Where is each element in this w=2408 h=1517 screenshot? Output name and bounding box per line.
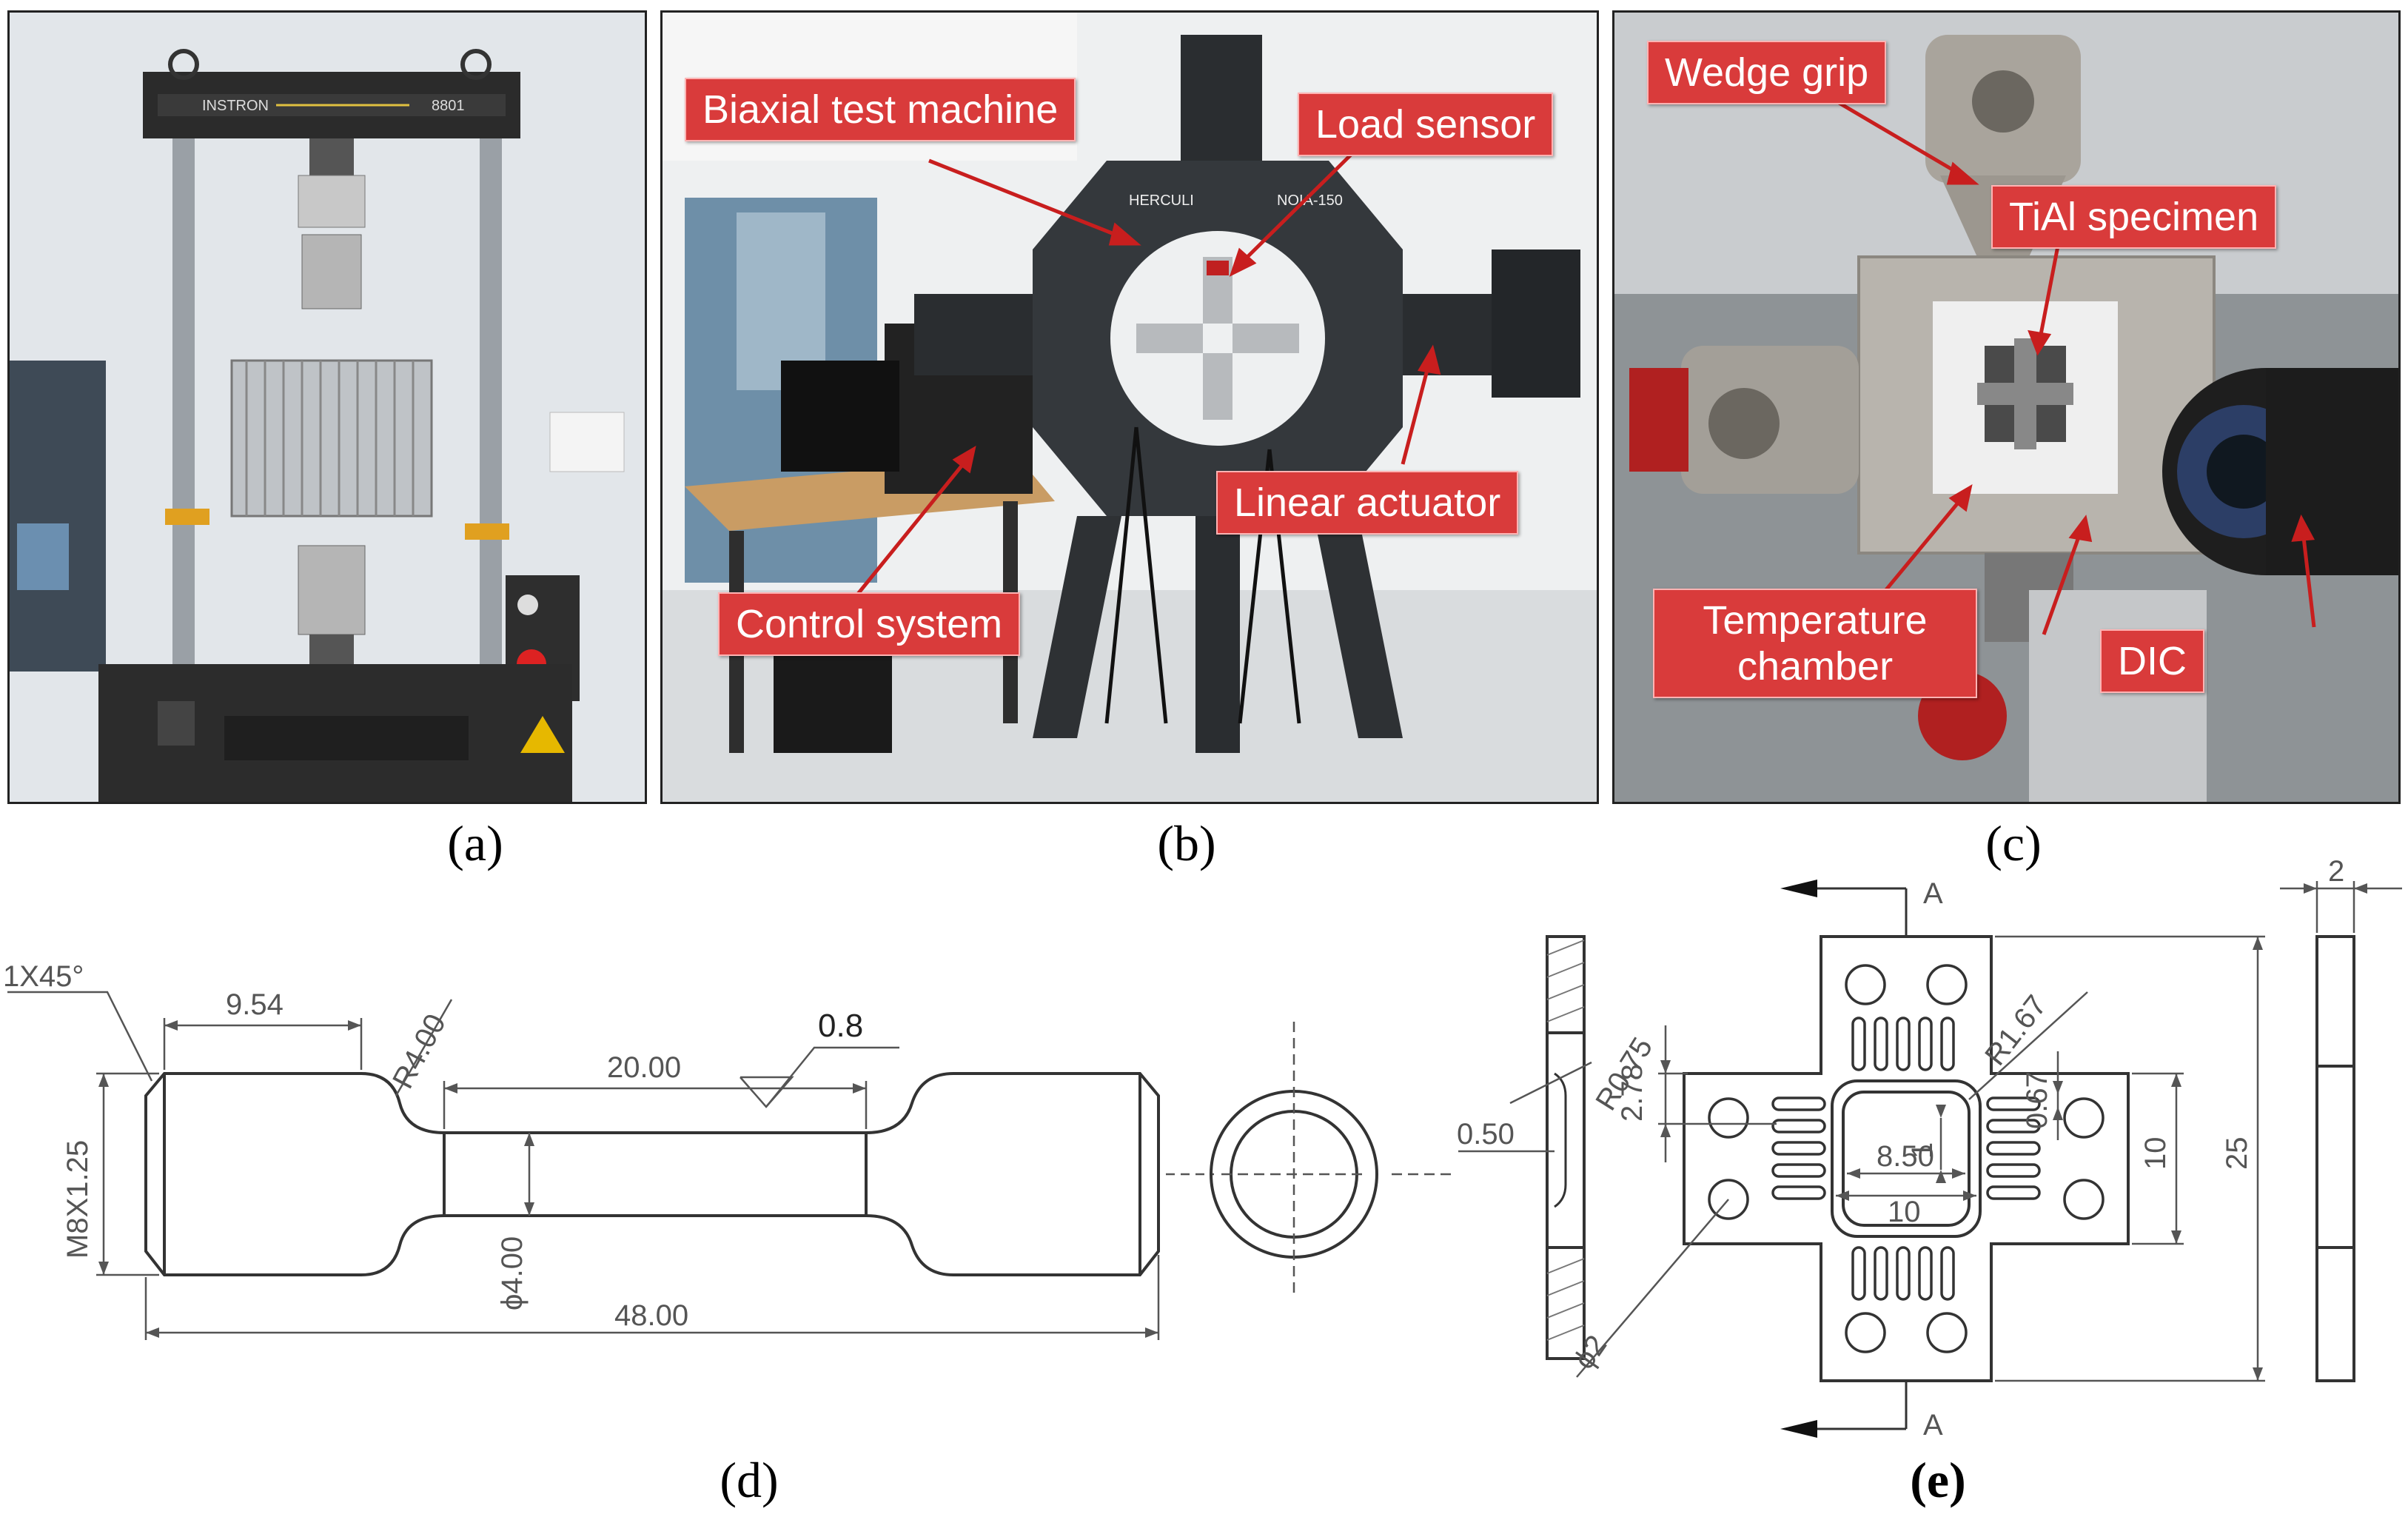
callout-biaxial-test-machine: Biaxial test machine <box>685 78 1076 141</box>
dim-1: 1 <box>1906 1142 1939 1159</box>
dim-chamfer: 1X45° <box>3 960 84 993</box>
callout-tial-specimen: TiAl specimen <box>1991 185 2277 249</box>
dim-050: 0.50 <box>1457 1118 1515 1151</box>
dim-phi2: ϕ2 <box>1568 1330 1614 1376</box>
callout-control-system: Control system <box>718 592 1021 656</box>
cruciform-specimen-drawing: A A R0.75 0.50 2.78 R1.67 0 <box>1457 859 2402 1441</box>
dim-10-vertical: 10 <box>2139 1137 2172 1171</box>
dim-2: 2 <box>2328 859 2344 888</box>
caption-b: (b) <box>1157 815 1216 871</box>
dim-gauge-length: 20.00 <box>607 1051 681 1084</box>
dim-roughness: 0.8 <box>818 1008 863 1044</box>
photo-specimen-closeup <box>1612 10 2401 804</box>
dim-grip-length: 9.54 <box>226 988 284 1021</box>
section-label-top: A <box>1923 877 1943 910</box>
callout-temperature-chamber: Temperature chamber <box>1653 589 1977 699</box>
frame-model-label: 8801 <box>432 98 465 114</box>
caption-e: (e) <box>1910 1452 1966 1508</box>
callout-linear-actuator: Linear actuator <box>1216 471 1519 535</box>
dim-total-length: 48.00 <box>614 1299 688 1332</box>
dim-10-horizontal: 10 <box>1888 1196 1921 1228</box>
callout-load-sensor: Load sensor <box>1298 93 1554 156</box>
photo-instron-machine: INSTRON 8801 <box>7 10 647 804</box>
cruciform-side-view <box>2315 935 2355 1382</box>
closeup-illustration <box>1614 13 2398 802</box>
machine-model-label: NOIA-150 <box>1277 192 1343 209</box>
dogbone-specimen-drawing: 1X45° 9.54 R4.00 20.00 0.8 ϕ4.00 M8X1.25… <box>3 960 1451 1340</box>
callout-wedge-grip: Wedge grip <box>1647 41 1887 104</box>
dim-850: 8.50 <box>1877 1140 1934 1173</box>
dim-25: 25 <box>2221 1137 2253 1171</box>
caption-c: (c) <box>1985 815 2042 871</box>
frame-brand-label: INSTRON <box>202 98 269 114</box>
dim-fillet-radius: R4.00 <box>386 1009 452 1094</box>
callout-dic: DIC <box>2100 629 2204 693</box>
instron-illustration: INSTRON 8801 <box>10 13 645 802</box>
machine-brand-label: HERCULI <box>1129 192 1194 209</box>
biaxial-illustration: HERCULI NOIA-150 <box>663 13 1597 802</box>
caption-a: (a) <box>447 815 503 871</box>
dim-278: 2.78 <box>1616 1064 1649 1122</box>
dim-067: 0.67 <box>2021 1071 2053 1129</box>
dim-thread: M8X1.25 <box>61 1140 94 1259</box>
dim-diameter: ϕ4.00 <box>496 1236 529 1310</box>
section-label-bottom: A <box>1923 1409 1943 1441</box>
caption-d: (d) <box>720 1452 779 1508</box>
